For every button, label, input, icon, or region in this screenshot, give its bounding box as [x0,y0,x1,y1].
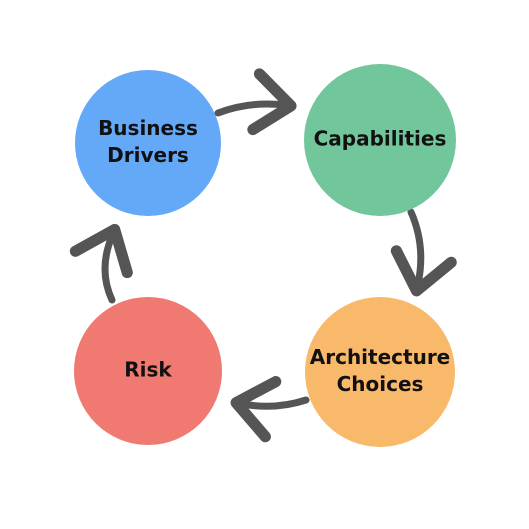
node-label-business-drivers-line-2: Drivers [107,143,189,167]
arrows-layer [69,68,457,443]
node-circle-business-drivers [75,70,221,216]
node-label-architecture-choices-line-2: Choices [337,372,424,396]
node-label-risk-line-1: Risk [124,358,172,382]
node-label-capabilities-line-1: Capabilities [314,127,447,151]
node-capabilities: Capabilities [304,64,456,216]
node-label-business-drivers-line-1: Business [98,116,198,140]
node-risk: Risk [74,297,222,445]
node-circle-architecture-choices [305,297,455,447]
arrow-architecture-choices-to-risk [230,376,310,443]
node-circle-capabilities [304,64,456,216]
node-circle-risk [74,297,222,445]
arrow-capabilities-to-architecture-choices [390,208,457,297]
arrow-risk-to-business-drivers [69,223,133,304]
arrow-business-drivers-to-capabilities [214,68,297,136]
node-label-architecture-choices-line-1: Architecture [310,345,451,369]
